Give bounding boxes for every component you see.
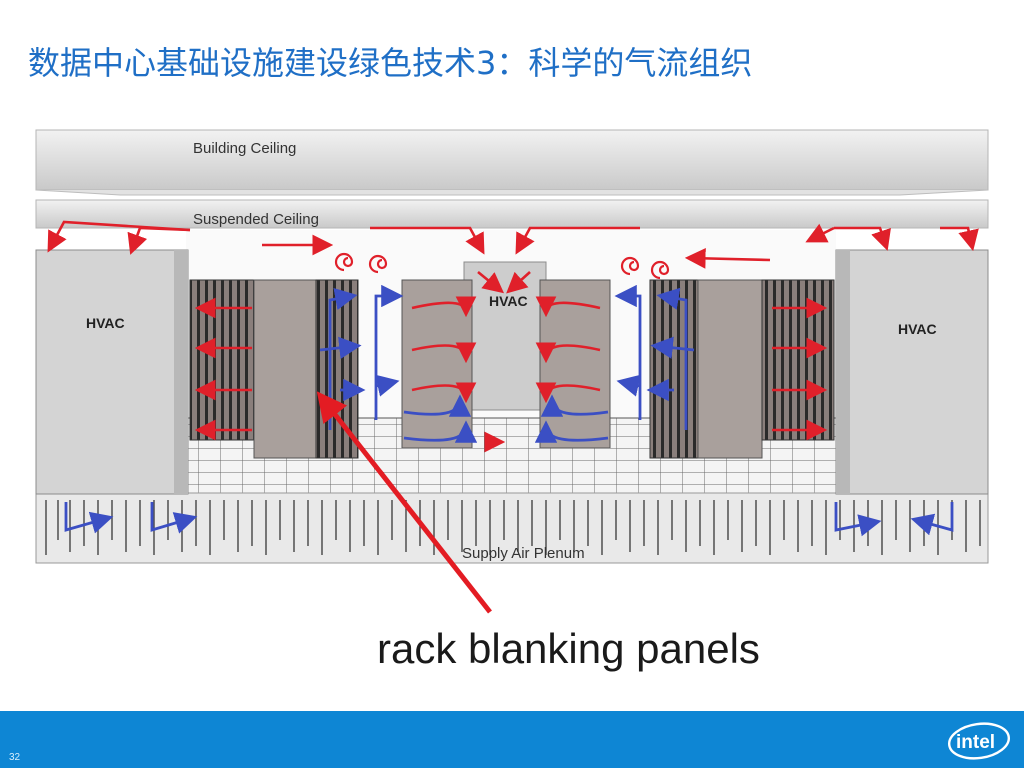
cool-air-arrows bbox=[64, 284, 954, 537]
warm-air-swirls bbox=[334, 252, 670, 280]
hvac-unit-left: HVAC bbox=[35, 249, 189, 495]
airflow-diagram: Building Ceiling Suspended Ceiling Suppl… bbox=[0, 100, 1024, 710]
warm-air-arrows bbox=[47, 220, 979, 453]
suspended-ceiling-label: Suspended Ceiling bbox=[193, 211, 319, 228]
callout-arrow bbox=[316, 391, 492, 614]
rack-row-right-inner bbox=[649, 279, 699, 459]
hvac-left-label: HVAC bbox=[86, 315, 125, 331]
hvac-unit-right: HVAC bbox=[835, 249, 989, 495]
building-ceiling: Building Ceiling bbox=[35, 129, 989, 196]
slide-title: 数据中心基础设施建设绿色技术3：科学的气流组织 bbox=[28, 44, 753, 82]
hvac-unit-center: HVAC bbox=[463, 261, 547, 411]
callout-label: rack blanking panels bbox=[377, 625, 760, 672]
page-number: 32 bbox=[9, 752, 21, 763]
supply-air-plenum-label: Supply Air Plenum bbox=[462, 545, 585, 562]
building-ceiling-label: Building Ceiling bbox=[193, 140, 296, 157]
hvac-center-label: HVAC bbox=[489, 293, 528, 309]
intel-logo: intel bbox=[946, 721, 1012, 761]
rack-row-right-outer bbox=[697, 279, 835, 459]
intel-logo-text: intel bbox=[956, 732, 995, 753]
footer-bar: 32 intel bbox=[0, 711, 1024, 768]
rack-row-left-inner bbox=[315, 279, 359, 459]
suspended-ceiling: Suspended Ceiling bbox=[35, 199, 989, 229]
hvac-right-label: HVAC bbox=[898, 321, 937, 337]
